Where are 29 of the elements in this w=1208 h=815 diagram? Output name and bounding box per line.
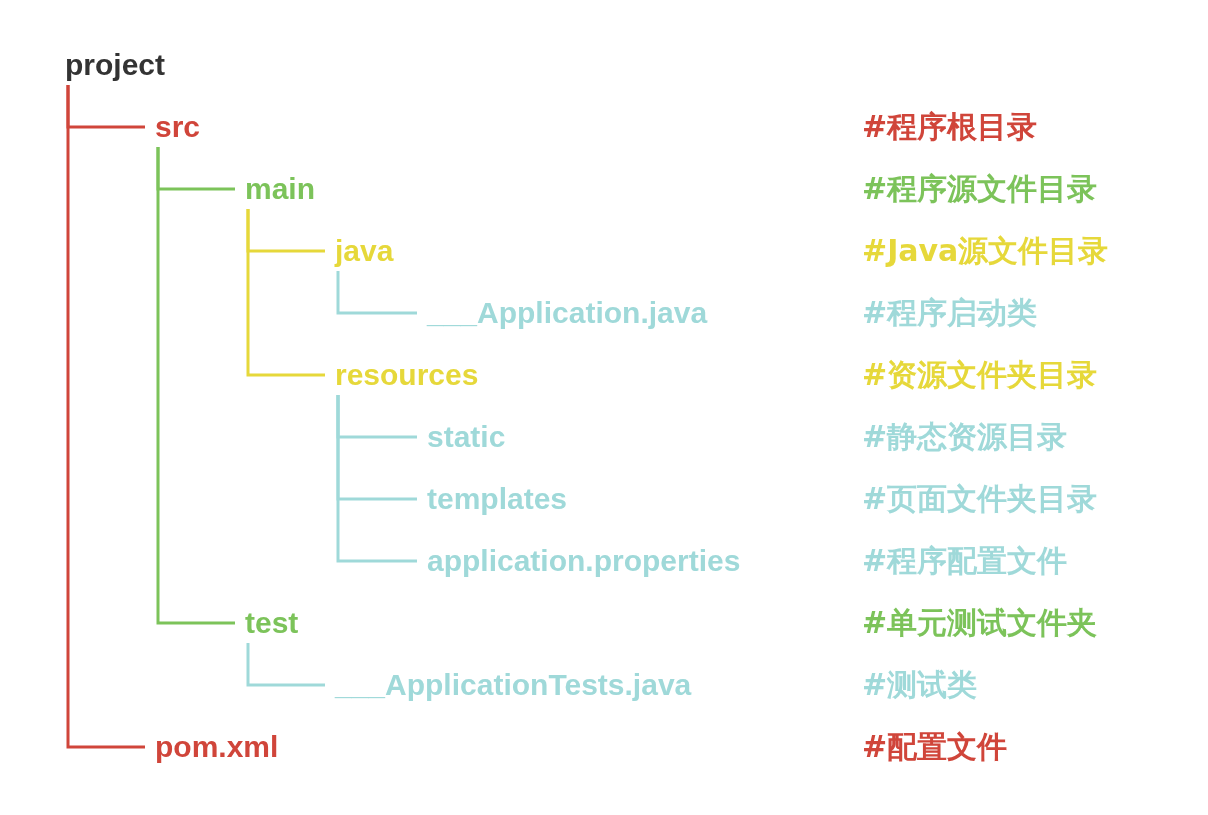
tree-branch-line (66, 85, 145, 749)
comment-text: #程序根目录 (862, 108, 1038, 146)
comment-text: #程序启动类 (862, 294, 1038, 332)
comment-text: #资源文件夹目录 (862, 356, 1098, 394)
folder-name: static (417, 417, 506, 457)
folder-name: pom.xml (145, 727, 279, 767)
folder-name: src (145, 107, 201, 147)
tree-branch-line (336, 271, 417, 315)
folder-name: test (235, 603, 299, 643)
comment-text: #程序配置文件 (862, 542, 1068, 580)
folder-name: java (325, 231, 394, 271)
folder-name: main (235, 169, 316, 209)
comment-text: #页面文件夹目录 (862, 480, 1098, 518)
comment-text: #Java源文件目录 (862, 232, 1109, 270)
folder-name: project (55, 45, 166, 85)
comment-text: #静态资源目录 (862, 418, 1068, 456)
tree-branch-line (246, 643, 325, 687)
comment-text: #程序源文件目录 (862, 170, 1098, 208)
tree-branch-line (246, 209, 325, 377)
comment-text: #测试类 (862, 666, 978, 704)
folder-name: templates (417, 479, 568, 519)
tree-branch-line (156, 147, 235, 625)
comment-text: #配置文件 (862, 728, 1008, 766)
comment-text: #单元测试文件夹 (862, 604, 1098, 642)
folder-name: resources (325, 355, 479, 395)
folder-name: ___ApplicationTests.java (325, 665, 692, 705)
folder-name: application.properties (417, 541, 741, 581)
tree-branch-line (336, 395, 417, 563)
folder-name: ___Application.java (417, 293, 708, 333)
